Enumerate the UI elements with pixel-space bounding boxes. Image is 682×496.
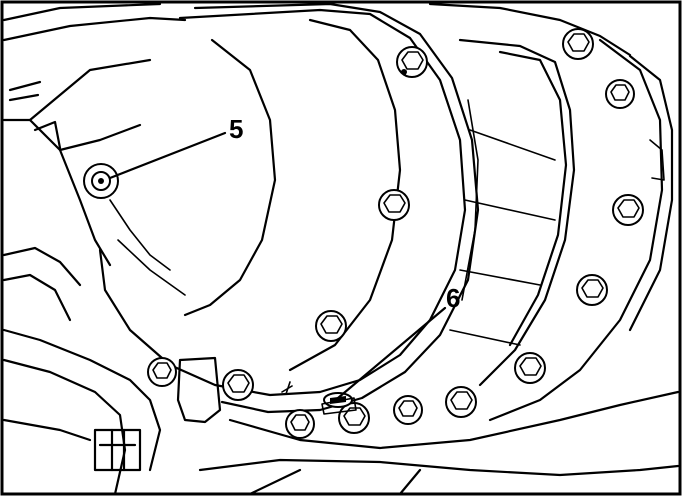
bolt-icon: [147, 357, 177, 387]
leader-line-5: [108, 131, 227, 180]
bolt-icon: [393, 395, 423, 425]
bolt-icon: [576, 274, 608, 306]
bolt-icon: [514, 352, 546, 384]
drain-plug: [321, 392, 357, 415]
bolt-icon: [378, 189, 410, 221]
callout-5: 5: [229, 114, 243, 144]
bolt-icon: [445, 386, 477, 418]
leader-line-6: [336, 306, 447, 400]
bolt-icon: [612, 194, 644, 226]
bolt-icon: [222, 369, 254, 401]
housing-ribs: [428, 2, 674, 422]
bolt-icon: [285, 409, 315, 439]
bolt-icon: [605, 79, 635, 109]
bolt-icon: [315, 310, 347, 342]
bolt-icon: [562, 28, 594, 60]
bolt-icon: [396, 46, 428, 78]
differential-cover: [98, 2, 480, 414]
flange-bolts: [147, 28, 644, 439]
bolt-icon: [338, 402, 370, 434]
callout-6: 6: [446, 283, 460, 313]
lower-frame: [2, 328, 680, 496]
axle-housing-left: [2, 2, 187, 322]
fill-plug: [83, 163, 119, 199]
